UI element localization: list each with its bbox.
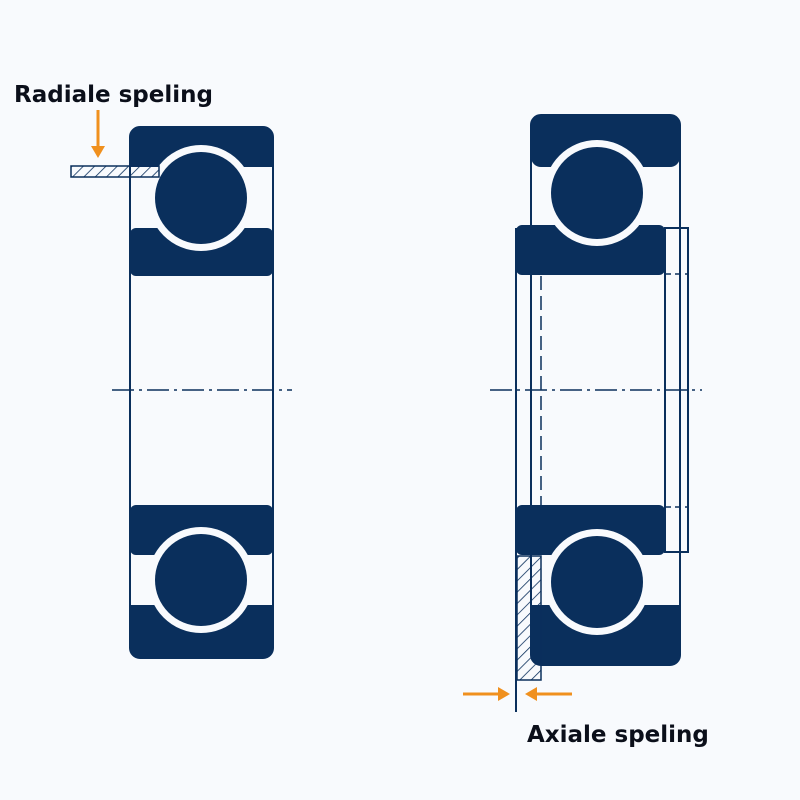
ball-bottom [551, 536, 643, 628]
radial-clearance-indicator [70, 110, 160, 178]
inner-ring-top [130, 228, 273, 276]
ball-top [551, 147, 643, 239]
arrow-down-icon [91, 146, 105, 158]
inner-ring-top [516, 225, 665, 275]
ball-top [155, 152, 247, 244]
ball-bottom [155, 534, 247, 626]
arrow-left-icon [525, 687, 537, 701]
left-bearing [112, 126, 292, 659]
right-bearing [490, 114, 702, 712]
axial-clearance-label: Axiale speling [527, 722, 709, 748]
radial-clearance-label: Radiale speling [14, 82, 213, 108]
axial-clearance-indicator [463, 555, 572, 701]
arrow-right-icon [498, 687, 510, 701]
